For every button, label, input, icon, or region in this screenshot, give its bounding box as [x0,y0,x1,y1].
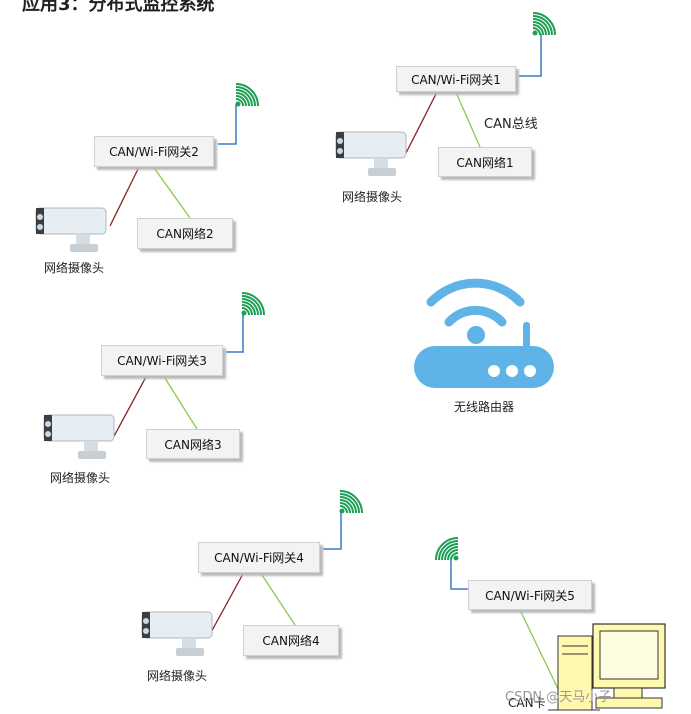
can-link-2 [151,164,191,219]
camera-link-4 [208,571,245,637]
camera-link-1 [404,89,439,156]
gateway-2: CAN/Wi-Fi网关2 [94,136,214,167]
gateway-4: CAN/Wi-Fi网关4 [198,542,320,573]
camera-label-2: 网络摄像头 [44,261,105,275]
wifi-icon [435,537,460,562]
gateway-5: CAN/Wi-Fi网关5 [468,580,592,610]
can-link-4 [259,571,296,626]
wifi-icon [234,83,259,108]
can-network-3: CAN网络3 [146,429,240,459]
computer-icon [548,623,666,711]
camera-icon [141,611,213,656]
gateway-3: CAN/Wi-Fi网关3 [101,345,223,376]
camera-icon [43,414,115,459]
antenna-3 [226,314,244,353]
can-bus-label: CAN总线 [484,117,538,132]
camera-link-3 [111,374,148,441]
wifi-icon [531,12,556,37]
camera-label-4: 网络摄像头 [147,669,208,683]
watermark: CSDN @天马小子 [505,690,612,705]
antenna-1 [519,34,542,77]
camera-icon [335,131,407,176]
can-card-label: CAN卡 [508,696,546,710]
camera-icon [35,207,107,252]
antenna-2 [218,104,237,145]
router-label: 无线路由器 [454,400,515,414]
can-link-3 [162,374,198,430]
wifi-icon [338,490,363,515]
can-network-1: CAN网络1 [438,147,532,177]
can-link-5 [519,609,561,694]
camera-label-3: 网络摄像头 [50,471,111,485]
page-title: 应用3：分布式监控系统 [22,0,215,15]
can-network-2: CAN网络2 [137,218,233,249]
can-link-1 [454,89,481,148]
wifi-icon [240,292,265,317]
can-network-4: CAN网络4 [243,625,339,656]
antenna-5 [450,557,468,590]
gateway-1: CAN/Wi-Fi网关1 [396,66,516,92]
camera-link-2 [109,164,141,227]
antenna-4 [323,512,342,550]
camera-label-1: 网络摄像头 [342,190,403,204]
router-icon [414,278,554,388]
